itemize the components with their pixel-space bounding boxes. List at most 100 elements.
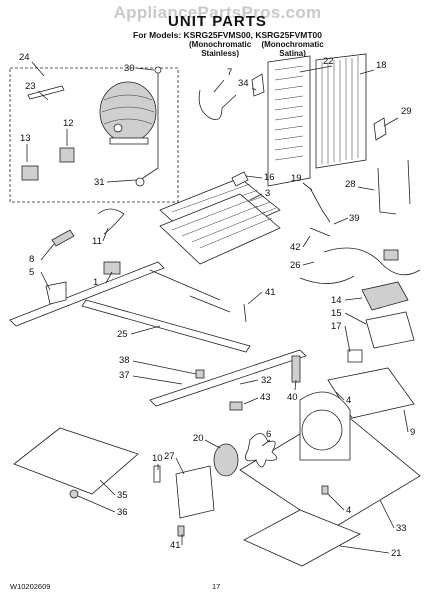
callout-1: 1 (93, 277, 98, 288)
wire-19 (309, 187, 331, 223)
rail-37 (149, 349, 307, 407)
screw-4-lower (321, 485, 329, 495)
callout-34: 34 (238, 78, 249, 89)
control-14 (361, 281, 409, 311)
base-33 (239, 391, 421, 531)
label-1 (103, 261, 121, 275)
callout-11: 11 (92, 236, 102, 247)
page-title: UNIT PARTS (168, 13, 267, 30)
callout-6: 6 (266, 429, 271, 440)
callout-12: 12 (63, 118, 74, 129)
callout-43: 43 (260, 392, 271, 403)
callout-35: 35 (117, 490, 128, 501)
screw-42 (309, 227, 331, 237)
callout-30: 30 (124, 63, 135, 74)
overload-protector (27, 85, 65, 100)
switch-17 (347, 349, 363, 363)
harness-26 (299, 247, 421, 284)
callout-numbers: 24 23 13 12 30 7 34 22 18 29 16 3 31 19 … (19, 52, 415, 559)
bracket-27 (175, 465, 215, 519)
callout-5: 5 (29, 267, 34, 278)
compressor (99, 81, 157, 145)
screw-30 (154, 66, 162, 74)
callout-16: 16 (264, 172, 275, 183)
callout-17: 17 (331, 321, 342, 332)
callout-3: 3 (265, 188, 270, 199)
callout-36: 36 (117, 507, 128, 518)
bracket-15 (365, 311, 415, 349)
callout-21: 21 (391, 548, 402, 559)
drain-40 (291, 355, 301, 383)
callout-8: 8 (29, 254, 34, 265)
models-line: For Models: KSRG25FVMS00, KSRG25FVMT00 (133, 30, 322, 40)
shroud-22 (267, 55, 311, 187)
harness-connector (383, 249, 399, 261)
callout-4: 4 (346, 395, 351, 406)
base-frame-25 (9, 261, 251, 353)
callout-27: 27 (164, 451, 175, 462)
drain-pan-35 (13, 427, 139, 495)
drier-line (139, 68, 159, 181)
callout-14: 14 (331, 295, 342, 306)
drain-pan-21 (243, 509, 361, 567)
callout-20: 20 (193, 433, 204, 444)
clip-16 (231, 171, 249, 187)
callout-7: 7 (227, 67, 232, 78)
callout-41: 41 (265, 287, 276, 298)
callout-19: 19 (291, 173, 302, 184)
callout-29: 29 (401, 106, 412, 117)
capacitor-cover (59, 147, 75, 163)
callout-23: 23 (25, 81, 36, 92)
callout-22: 22 (323, 56, 334, 67)
callout-26: 26 (290, 260, 301, 271)
page-number: 17 (212, 582, 221, 591)
doc-number: W10202609 (10, 582, 51, 591)
watermark: AppliancePartsPros.com (113, 3, 322, 22)
variant-line: Satina) (279, 49, 306, 58)
clip-34 (251, 73, 265, 97)
callout-41-lower: 41 (170, 540, 181, 551)
callout-42: 42 (290, 242, 301, 253)
tube-7 (198, 89, 237, 121)
tube-28 (377, 159, 411, 215)
variant-stainless: (Monochromatic Stainless) (189, 40, 251, 58)
callout-31: 31 (94, 177, 105, 188)
screw-10 (153, 465, 161, 483)
coil-3 (159, 177, 281, 265)
start-relay (21, 165, 39, 181)
callout-15: 15 (331, 308, 342, 319)
callout-24: 24 (19, 52, 30, 63)
grommet-36 (69, 489, 79, 499)
callout-32: 32 (261, 375, 272, 386)
variant-satina: (Monochromatic Satina) (261, 40, 323, 58)
callout-37: 37 (119, 370, 130, 381)
leader-lines (26, 61, 409, 554)
callout-28: 28 (345, 179, 356, 190)
grommet-43 (229, 401, 243, 411)
grommet-31 (135, 177, 145, 187)
callout-38: 38 (119, 355, 130, 366)
model-variants: (Monochromatic Stainless) (Monochromatic… (185, 40, 328, 58)
screw-41 (243, 303, 247, 323)
condenser-18 (315, 53, 367, 169)
tube-8 (51, 229, 75, 247)
callout-40: 40 (287, 392, 298, 403)
fan-motor-20 (213, 443, 239, 477)
fan-blade-6 (244, 433, 278, 468)
callout-33: 33 (396, 523, 407, 534)
callout-13: 13 (20, 133, 31, 144)
callout-25: 25 (117, 329, 128, 340)
wire-11 (97, 208, 125, 235)
screw-41-lower (177, 525, 185, 537)
variant-line: (Monochromatic (261, 40, 324, 49)
callout-10: 10 (152, 453, 163, 464)
clip-29 (373, 117, 387, 141)
compressor-kit-box (9, 67, 179, 203)
callout-39: 39 (349, 213, 360, 224)
callout-18: 18 (376, 60, 387, 71)
variant-line: Stainless) (201, 49, 240, 58)
callout-9: 9 (410, 427, 415, 438)
callout-4-lower: 4 (346, 505, 351, 516)
variant-line: (Monochromatic (189, 40, 252, 49)
